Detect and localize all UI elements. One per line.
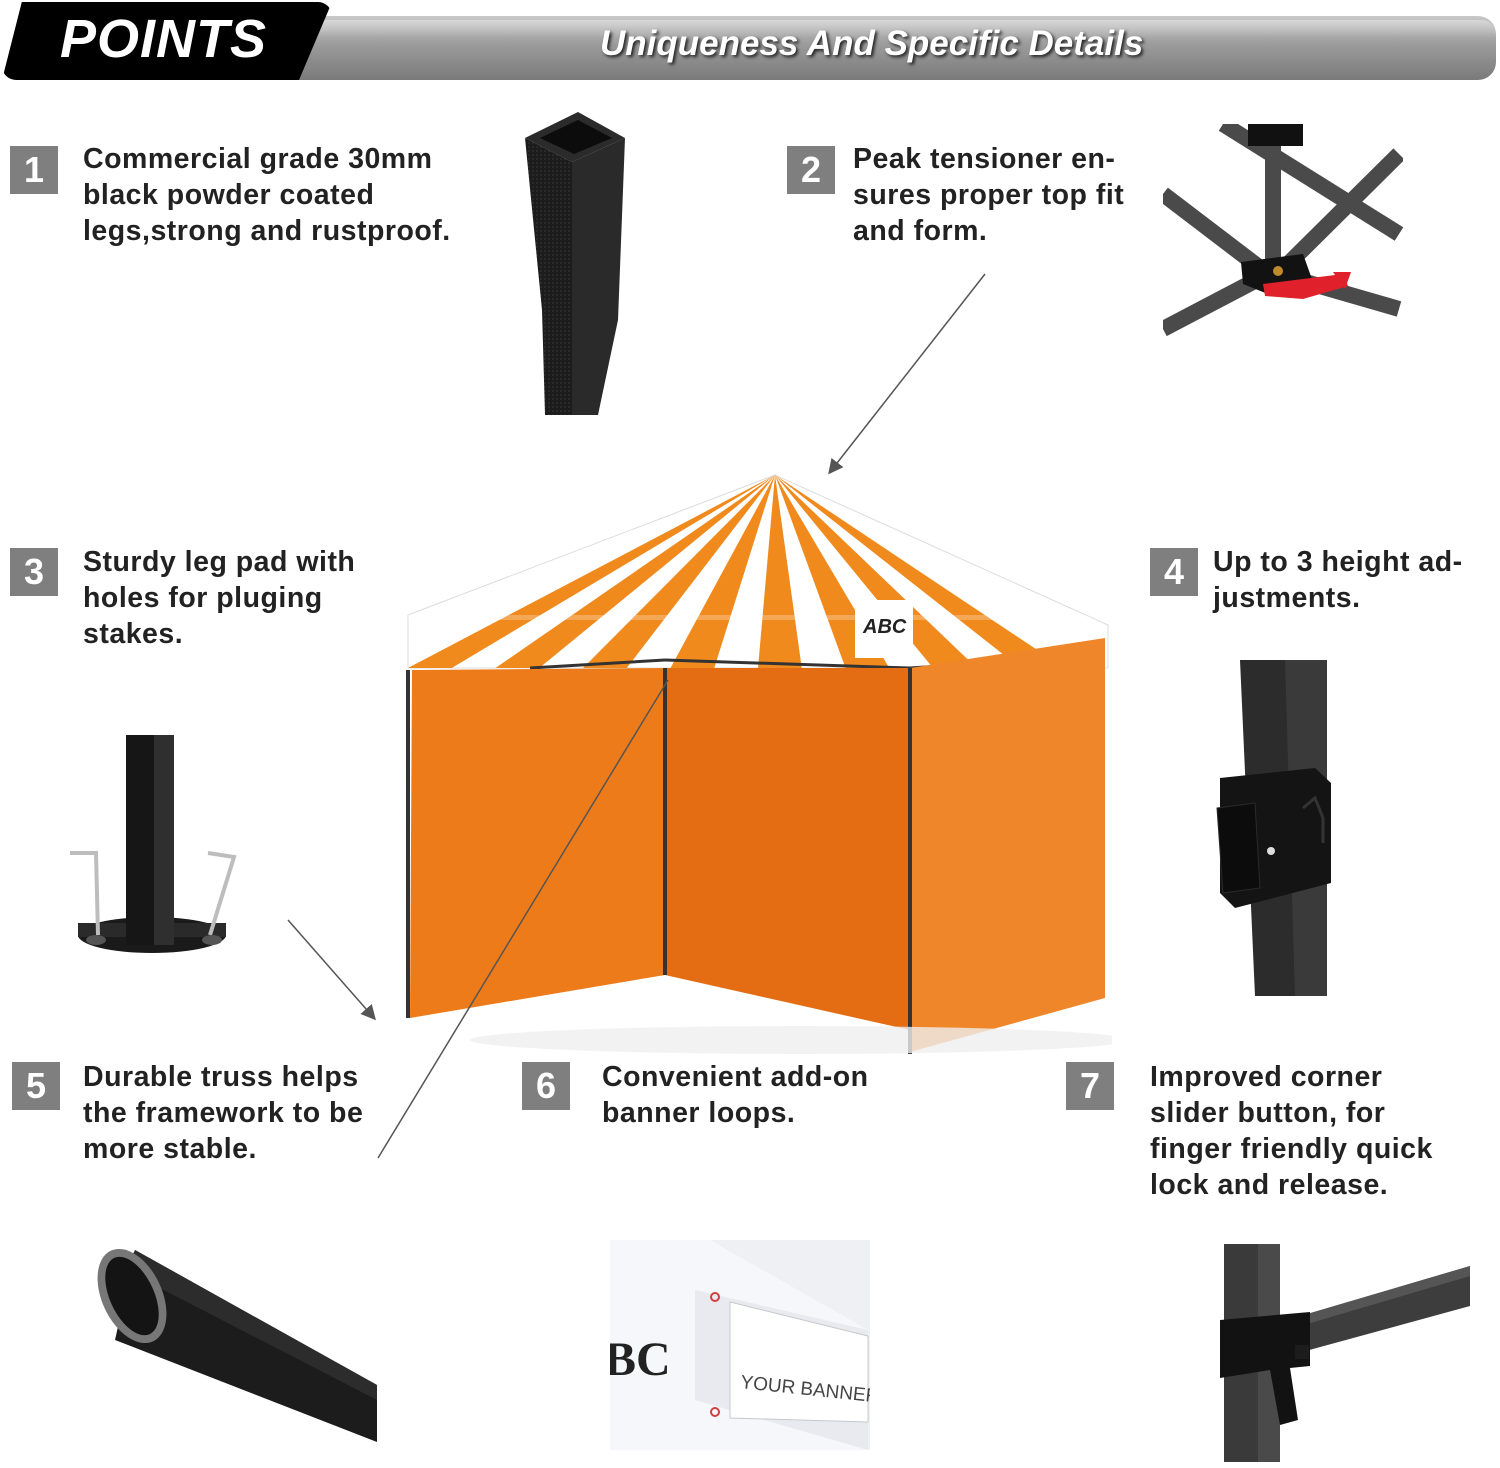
canopy-logo: ABC <box>862 616 907 638</box>
point-2-number: 2 <box>787 146 835 194</box>
header: POINTS Uniqueness And Specific Details <box>0 0 1500 82</box>
wall-left <box>410 668 665 1018</box>
wall-right <box>910 638 1105 1052</box>
point-4-number: 4 <box>1150 548 1198 596</box>
point-4-description: Up to 3 height ad-justments. <box>1213 546 1463 614</box>
roof-stripe <box>583 475 775 668</box>
oval-truss-image <box>95 1240 385 1450</box>
callout-peak-arrow <box>828 273 986 475</box>
roof-stripe <box>408 475 775 668</box>
callout-leg-arrow <box>287 919 376 1021</box>
roof-stripe <box>670 475 775 668</box>
point-7-number: 7 <box>1066 1062 1114 1110</box>
roof-stripes <box>408 475 1108 668</box>
points-tab <box>2 2 332 80</box>
roof-valance-edge <box>408 615 1108 620</box>
point-6-number: 6 <box>522 1062 570 1110</box>
square-leg-image <box>520 110 630 420</box>
roof-stripe <box>758 475 802 668</box>
header-bar <box>120 16 1496 80</box>
point-1-number: 1 <box>10 146 58 194</box>
banner-loops-image: YOUR BANNER BC <box>610 1240 870 1450</box>
roof-stripe <box>495 475 775 668</box>
header-subtitle: Uniqueness And Specific Details <box>600 24 1144 63</box>
point-3-number: 3 <box>10 548 58 596</box>
leg-pad-image <box>66 735 241 960</box>
point-5-number: 5 <box>12 1062 60 1110</box>
wall-back <box>665 668 910 1030</box>
corner-slider-image <box>1220 1240 1475 1465</box>
height-adjustment-image <box>1215 658 1335 998</box>
points-title: POINTS <box>60 9 268 69</box>
peak-tensioner-image <box>1163 124 1403 339</box>
canopy-tent-image: ABC <box>400 470 1112 1058</box>
roof-stripe <box>775 475 1065 668</box>
banner-logo: BC <box>610 1333 671 1386</box>
roof-stripe <box>775 475 977 668</box>
